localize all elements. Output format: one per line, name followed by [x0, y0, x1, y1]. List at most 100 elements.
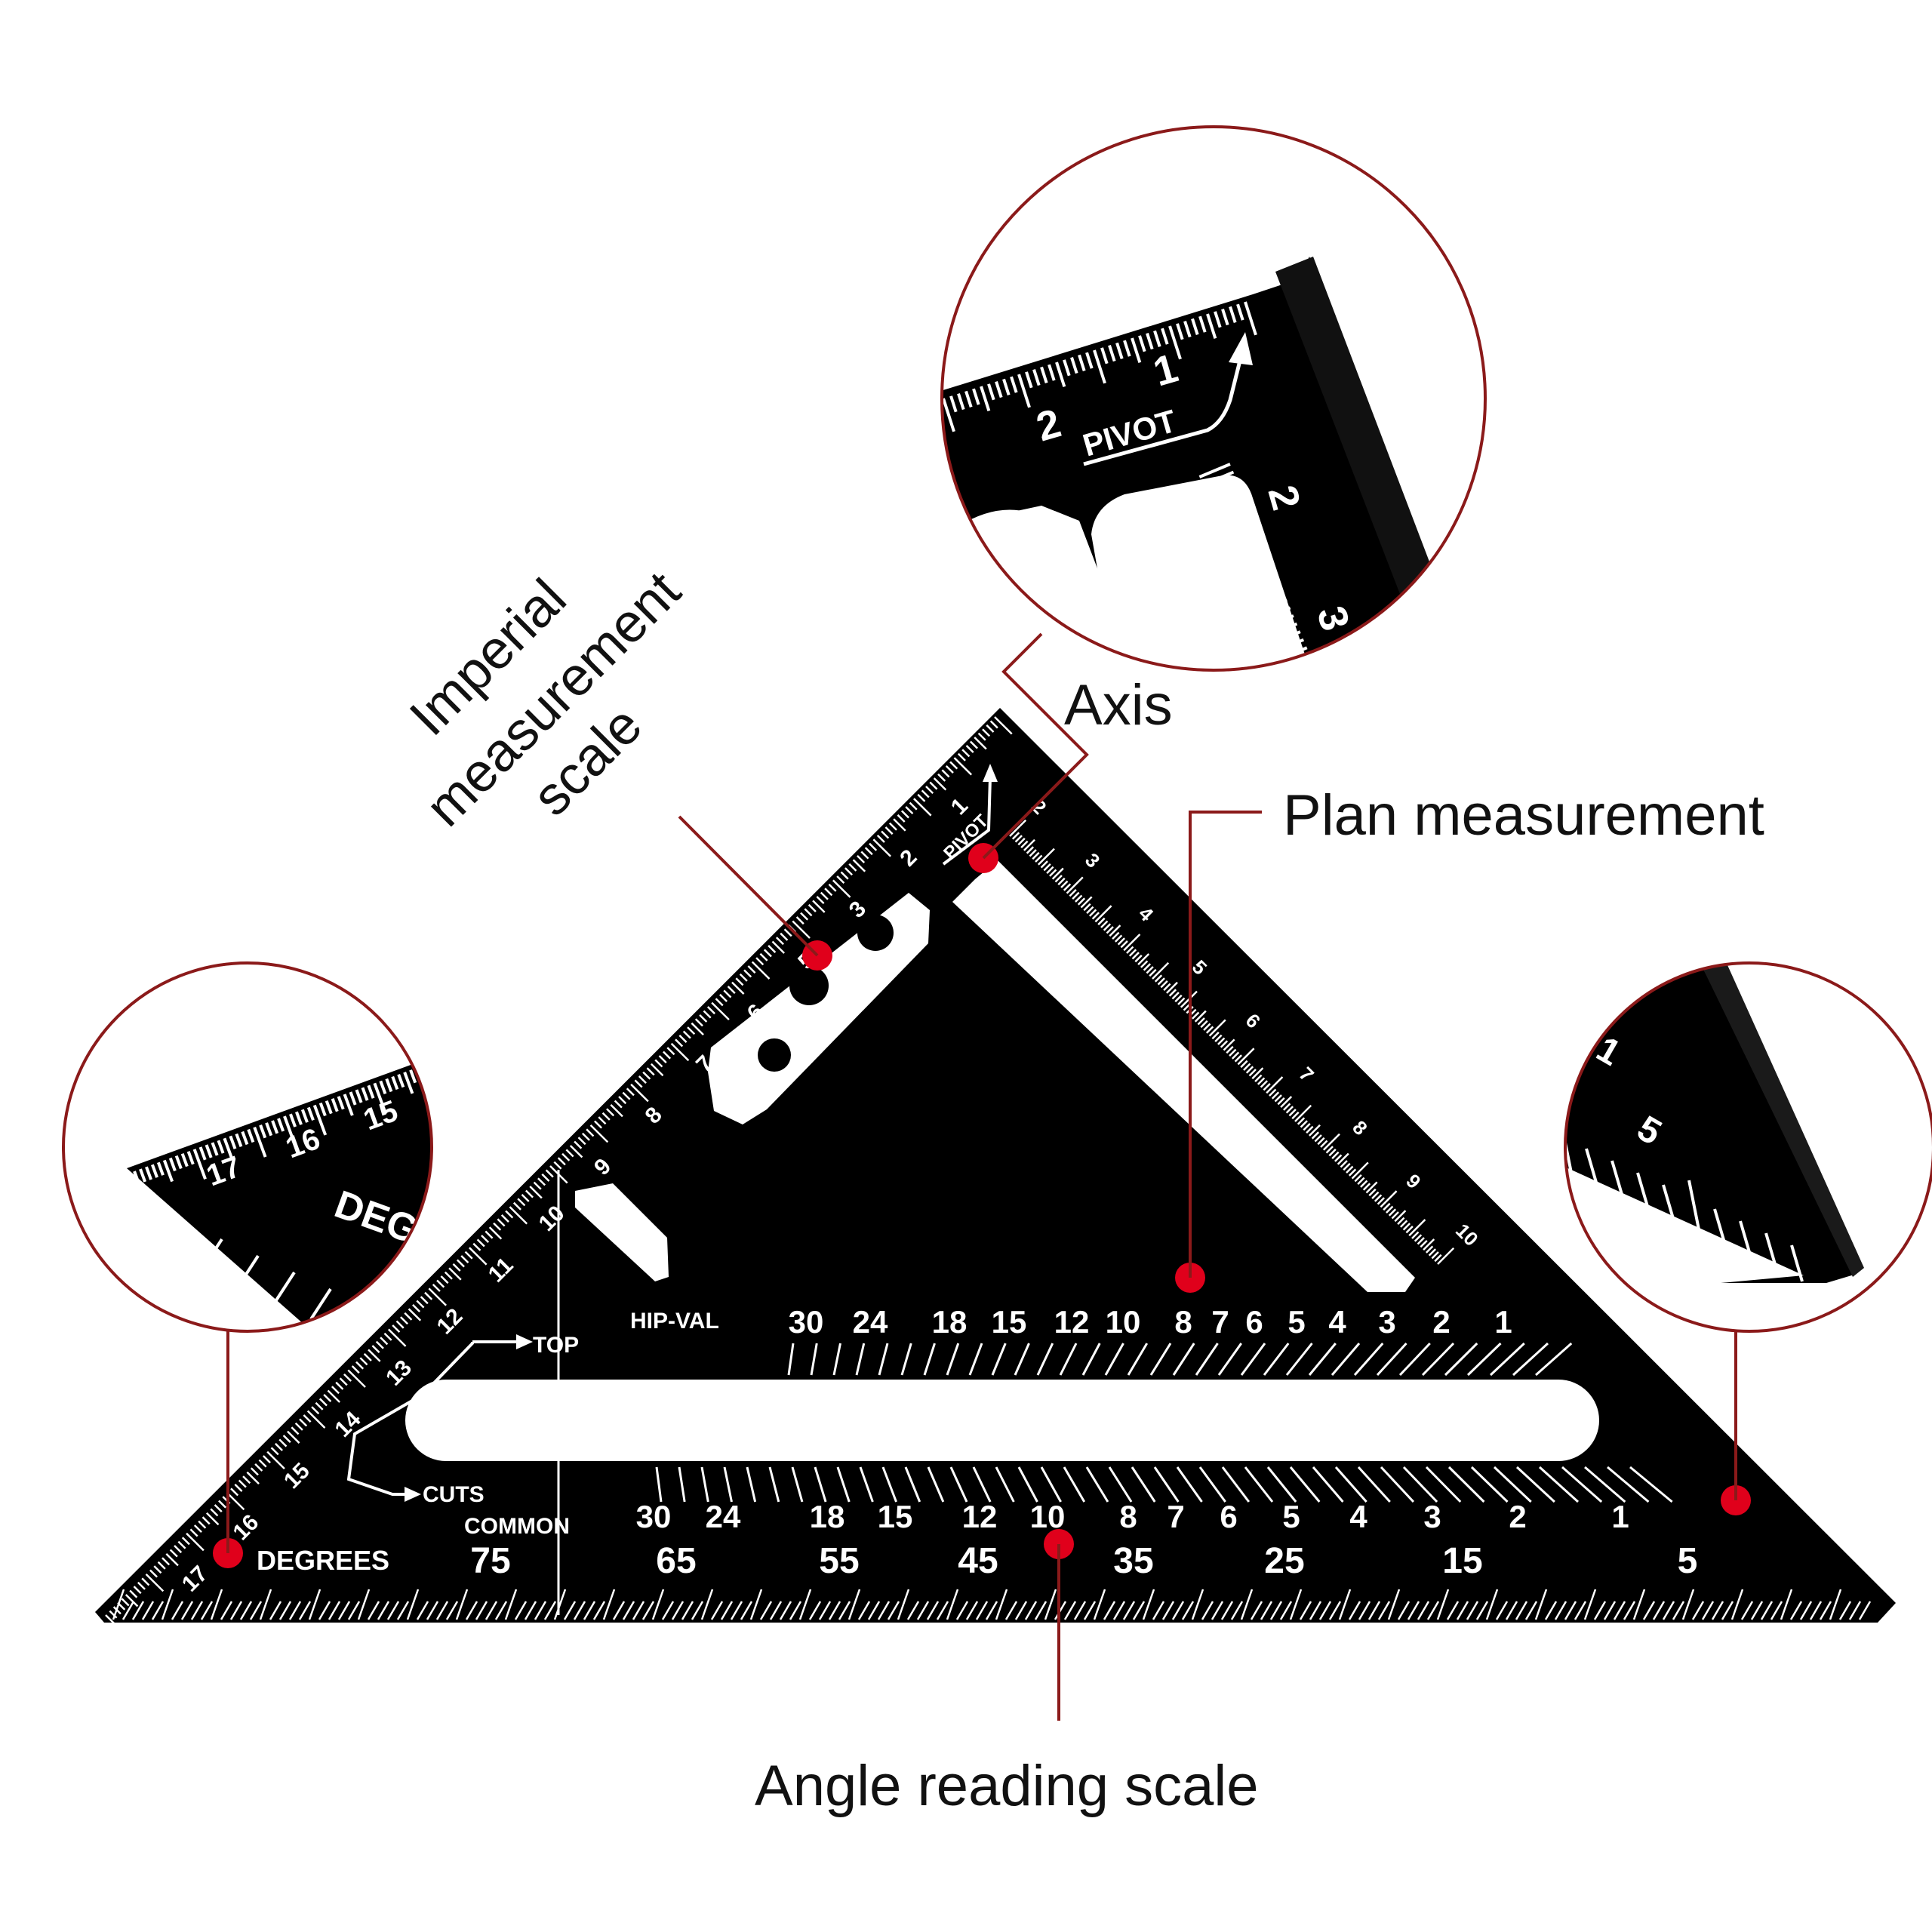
tick-mark: [151, 1601, 165, 1620]
tick-mark: [986, 724, 995, 733]
tick-mark: [949, 1466, 968, 1503]
tick-mark: [730, 1601, 743, 1620]
tick-mark: [460, 1255, 469, 1264]
tick-mark: [1561, 1466, 1603, 1503]
tick-mark: [395, 1320, 405, 1329]
tick-mark: [995, 1589, 1008, 1620]
axis-zoom-circle: 2 1 2 3 PIVOT: [940, 125, 1487, 672]
tick-mark: [205, 1144, 213, 1158]
tick-mark: [650, 1063, 664, 1077]
tick-mark: [1040, 1466, 1062, 1503]
tick-mark: [1269, 590, 1284, 599]
tick-mark: [1128, 949, 1137, 957]
tick-mark: [445, 1601, 459, 1620]
bottom-edge-ticks: [112, 1589, 1872, 1620]
tick-mark: [937, 773, 946, 782]
tick-mark: [309, 1287, 332, 1321]
tick-mark: [1260, 1080, 1269, 1088]
tick-mark: [771, 940, 786, 954]
tick-mark: [1408, 1219, 1426, 1237]
tick-mark: [1365, 1181, 1378, 1194]
tick-mark: [505, 1210, 514, 1219]
tick-mark: [171, 1601, 184, 1620]
tick-mark: [1351, 1161, 1369, 1180]
tick-mark: [1300, 1120, 1308, 1128]
tick-mark: [464, 1251, 473, 1260]
tick-mark: [1819, 1601, 1832, 1620]
tick-mark: [987, 383, 995, 401]
tick-mark: [1093, 1589, 1106, 1620]
tick-mark: [1014, 1343, 1030, 1376]
tick-mark: [715, 998, 724, 1007]
tick-mark: [368, 1349, 381, 1362]
tick-mark: [1303, 1122, 1311, 1131]
tick-mark: [1195, 1343, 1219, 1376]
tick-mark: [363, 1352, 372, 1361]
tick-mark: [343, 1373, 352, 1382]
tick-mark: [675, 1038, 684, 1048]
tick-mark: [1294, 1104, 1312, 1122]
tick-mark: [1790, 1244, 1804, 1282]
tick-mark: [1399, 1220, 1408, 1228]
tick-mark: [1353, 1343, 1384, 1376]
tick-mark: [1132, 1601, 1146, 1620]
tick-mark: [416, 1601, 429, 1620]
tick-mark: [1142, 1589, 1155, 1620]
tick-mark: [1002, 378, 1011, 395]
tick-mark: [995, 1466, 1015, 1503]
tick-mark: [1672, 1601, 1685, 1620]
tick-mark: [1048, 364, 1056, 381]
tick-mark: [651, 1589, 665, 1620]
tick-mark: [385, 1078, 393, 1093]
tick-mark: [1153, 1466, 1180, 1503]
tick-mark: [1829, 1589, 1842, 1620]
tick-mark: [1277, 1097, 1285, 1106]
tick-mark: [1391, 1211, 1399, 1220]
tick-mark: [367, 1601, 380, 1620]
tick-mark: [731, 981, 745, 995]
tick-mark: [1043, 863, 1051, 872]
degree-number: 45: [958, 1541, 998, 1581]
tick-mark: [1642, 1601, 1656, 1620]
tick-mark: [1026, 846, 1035, 854]
tick-mark: [1505, 1601, 1518, 1620]
hip-val-number: 30: [789, 1304, 824, 1340]
tick-mark: [972, 1466, 992, 1503]
tick-mark: [533, 1181, 542, 1190]
tick-mark: [435, 1601, 449, 1620]
tick-mark: [1106, 926, 1114, 934]
tick-mark: [541, 1173, 550, 1182]
tick-mark: [1010, 376, 1018, 393]
tick-mark: [574, 1140, 583, 1149]
tick-mark: [942, 398, 955, 432]
tick-mark: [1292, 646, 1308, 655]
degree-number: 75: [470, 1541, 510, 1581]
tick-mark: [339, 1377, 348, 1386]
tick-mark: [1138, 335, 1146, 352]
tick-mark: [1078, 354, 1086, 371]
tick-mark: [190, 1601, 204, 1620]
tick-mark: [1161, 1601, 1175, 1620]
tick-mark: [1280, 1096, 1293, 1108]
tick-mark: [105, 1614, 124, 1633]
tick-mark: [1289, 638, 1305, 648]
tick-mark: [141, 1577, 150, 1586]
tick-mark: [403, 1072, 414, 1094]
tick-mark: [710, 1601, 724, 1620]
tick-mark: [493, 1222, 502, 1231]
tick-mark: [836, 875, 845, 884]
tick-mark: [694, 1018, 703, 1027]
tick-mark: [663, 1051, 672, 1060]
tick-mark: [259, 1124, 267, 1139]
tick-mark: [239, 1601, 253, 1620]
tick-mark: [1152, 961, 1170, 980]
tick-mark: [250, 1467, 259, 1476]
tick-mark: [583, 1601, 596, 1620]
tick-mark: [1252, 550, 1268, 559]
tick-mark: [1348, 1601, 1361, 1620]
tick-mark: [995, 380, 1003, 398]
tick-mark: [658, 1055, 667, 1063]
tick-mark: [1234, 1054, 1242, 1063]
tick-mark: [699, 1014, 708, 1023]
